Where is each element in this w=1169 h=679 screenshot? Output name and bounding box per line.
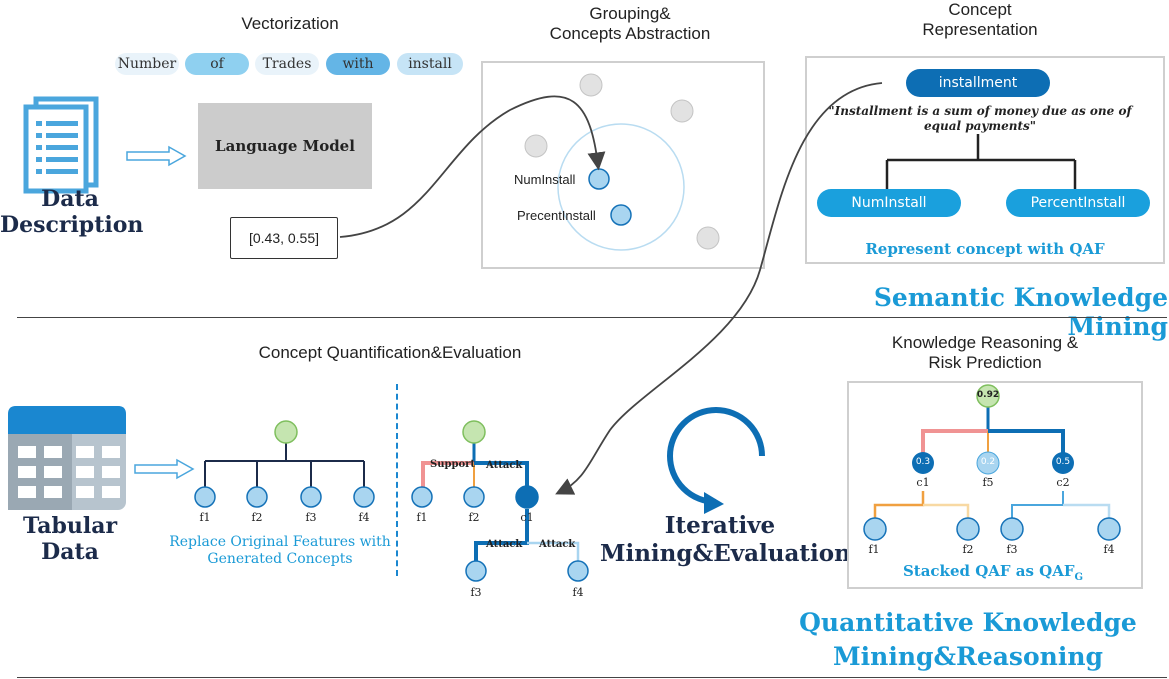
- qaf-mid-label-f5: f5: [982, 476, 994, 489]
- cluster-label-precentinstall: PrecentInstall: [517, 208, 596, 223]
- language-model-box: Language Model: [198, 103, 372, 189]
- qaf-leaf-f2: f2: [962, 543, 974, 556]
- represent-caption: Represent concept with QAF: [865, 240, 1105, 258]
- quant-title: Concept Quantification&Evaluation: [258, 343, 522, 362]
- token-trades: Trades: [255, 53, 319, 75]
- stacked-qaf-tree: [863, 384, 1121, 541]
- divider-top: [17, 317, 1167, 318]
- left-leaf-f3: f3: [305, 511, 317, 524]
- token-with: with: [326, 53, 390, 75]
- token-install: install: [397, 53, 463, 75]
- cluster-label-numinstall: NumInstall: [514, 172, 576, 187]
- right-leaf-c1: c1: [520, 511, 534, 524]
- qaf-mid-value-c1: 0.3: [915, 457, 931, 467]
- qaf-leaf-f4: f4: [1103, 543, 1115, 556]
- dashed-divider: [396, 384, 398, 576]
- concept-child-percentinstall: PercentInstall: [1006, 189, 1150, 217]
- divider-bottom: [17, 677, 1167, 678]
- qaf-leaf-f3: f3: [1006, 543, 1018, 556]
- replace-caption: Replace Original Features with Generated…: [169, 534, 391, 567]
- token-of: of: [185, 53, 249, 75]
- cluster-plot: [524, 73, 720, 251]
- tabular-data-label: Tabular Data: [22, 513, 118, 565]
- right-leaf-f3: f3: [470, 586, 482, 599]
- stacked-caption: Stacked QAF as QAFG: [860, 562, 1126, 583]
- token-number: Number: [115, 53, 179, 75]
- reasoning-title: Knowledge Reasoning & Risk Prediction: [891, 333, 1079, 372]
- edge-label-attack-3: Attack: [539, 539, 576, 550]
- vector-box: [0.43, 0.55]: [230, 217, 338, 259]
- edge-label-attack-1: Attack: [486, 460, 523, 471]
- qaf-leaf-f1: f1: [868, 543, 880, 556]
- qaf-mid-value-f5: 0.2: [980, 457, 996, 467]
- left-leaf-f4: f4: [358, 511, 370, 524]
- qaf-mid-label-c1: c1: [916, 476, 930, 489]
- left-leaf-f1: f1: [199, 511, 211, 524]
- edge-label-support: Support: [430, 459, 476, 470]
- qaf-root-value: 0.92: [976, 390, 1000, 400]
- edge-label-attack-2: Attack: [486, 539, 523, 550]
- stacked-caption-text: Stacked QAF as QAF: [902, 562, 1075, 580]
- qaf-mid-value-c2: 0.5: [1055, 457, 1071, 467]
- arrow-right-icon-2: [134, 458, 195, 480]
- grouping-title: Grouping& Concepts Abstraction: [549, 4, 711, 43]
- concept-child-numinstall: NumInstall: [817, 189, 961, 217]
- concept-title: Concept Representation: [922, 0, 1038, 39]
- right-leaf-f1: f1: [416, 511, 428, 524]
- feature-tree-right: [411, 420, 589, 582]
- arrow-right-icon: [126, 145, 187, 167]
- table-icon: [8, 406, 126, 510]
- iterative-label: Iterative Mining&Evaluation: [600, 512, 851, 567]
- qaf-panel: [847, 381, 1143, 589]
- concept-root-installment: installment: [906, 69, 1050, 97]
- stacked-caption-subscript: G: [1074, 572, 1084, 583]
- iterative-loop-icon: [667, 407, 765, 514]
- data-description-label: Data Description: [0, 186, 144, 238]
- feature-tree-left: [194, 420, 375, 508]
- semantic-section-title: Semantic Knowledge Mining: [873, 283, 1168, 341]
- concept-definition: "Installment is a sum of money due as on…: [828, 104, 1132, 133]
- right-leaf-f4: f4: [572, 586, 584, 599]
- left-leaf-f2: f2: [251, 511, 263, 524]
- qaf-mid-label-c2: c2: [1056, 476, 1070, 489]
- quantitative-section-title: Quantitative Knowledge Mining&Reasoning: [799, 608, 1137, 671]
- vectorization-title: Vectorization: [241, 14, 339, 33]
- right-leaf-f2: f2: [468, 511, 480, 524]
- concept-tree-edges: [885, 134, 1077, 190]
- document-icon: [23, 96, 99, 194]
